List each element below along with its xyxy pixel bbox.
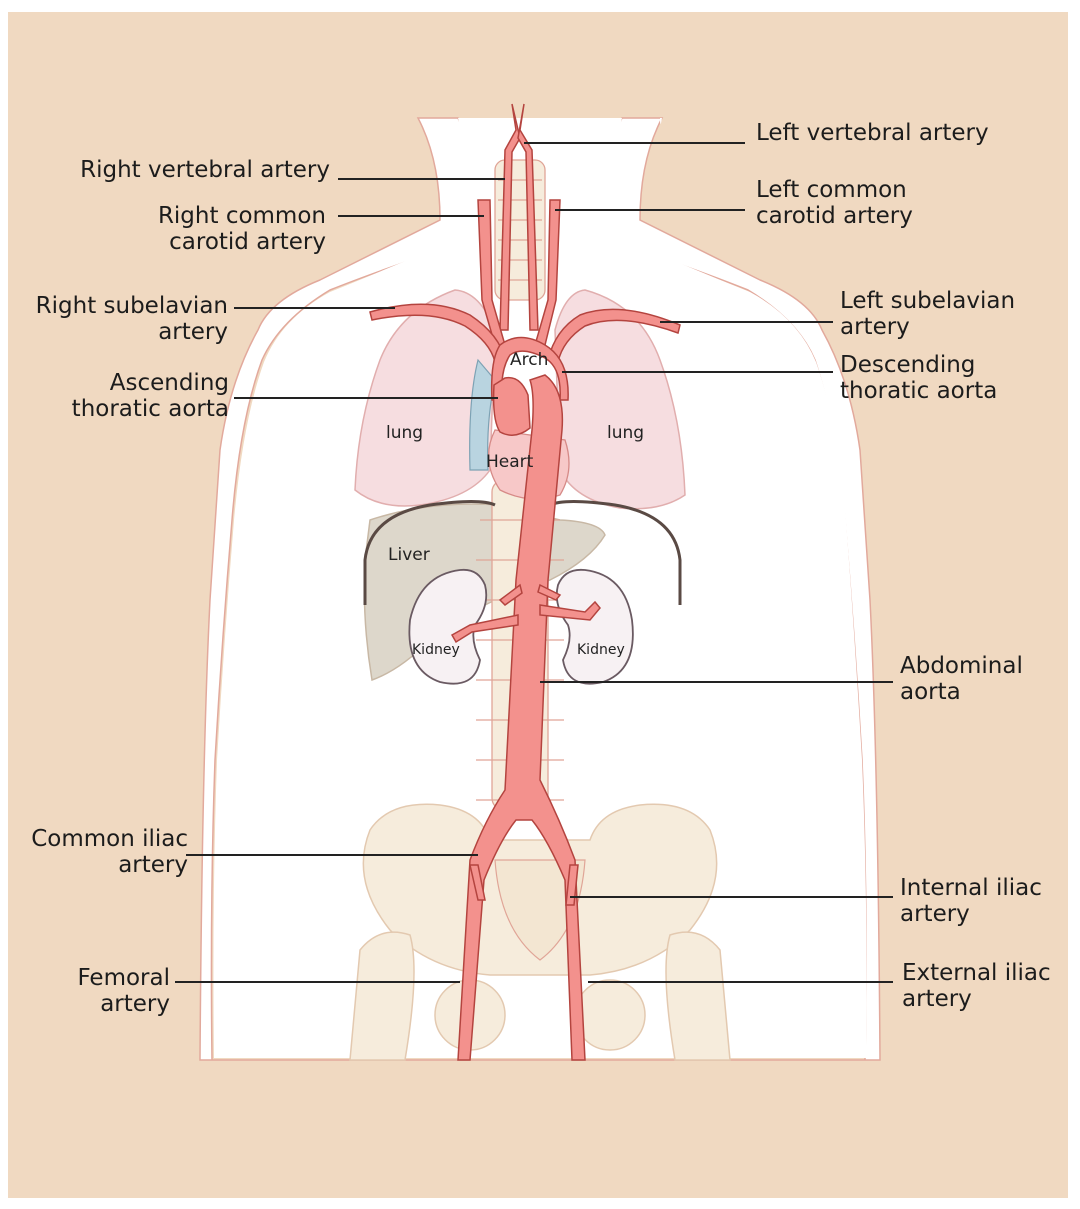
label-arch: Arch <box>510 350 549 370</box>
label-left-common-carotid-artery: Left common carotid artery <box>756 177 913 229</box>
kidney-left <box>408 568 488 685</box>
kidney-right <box>555 568 634 685</box>
label-left-vertebral-artery: Left vertebral artery <box>756 120 989 146</box>
hip-joints <box>349 931 731 1061</box>
label-femoral-artery: Femoral artery <box>77 965 170 1017</box>
label-internal-iliac-artery: Internal iliac artery <box>900 875 1042 927</box>
label-common-iliac-artery: Common iliac artery <box>31 826 188 878</box>
label-lung-left: lung <box>386 423 424 443</box>
lung-right <box>554 289 686 510</box>
arteries <box>369 103 681 1061</box>
label-kidney-right: Kidney <box>577 642 625 658</box>
label-descending-thoracic-aorta: Descending thoratic aorta <box>840 352 998 404</box>
label-right-subclavian-artery: Right subelavian artery <box>35 293 228 345</box>
sacrum <box>494 859 586 961</box>
label-external-iliac-artery: External iliac artery <box>902 960 1051 1012</box>
leader-lines <box>175 142 893 983</box>
label-abdominal-aorta: Abdominal aorta <box>900 653 1023 705</box>
label-right-vertebral-artery: Right vertebral artery <box>80 157 330 183</box>
label-heart: Heart <box>486 452 534 472</box>
label-kidney-left: Kidney <box>412 642 460 658</box>
arm-artery-right <box>549 500 682 605</box>
label-right-common-carotid-artery: Right common carotid artery <box>157 203 326 255</box>
label-left-subclavian-artery: Left subelavian artery <box>840 288 1016 340</box>
arm-artery-left <box>363 500 496 605</box>
label-ascending-thoracic-aorta: Ascending thoratic aorta <box>71 370 229 422</box>
label-lung-right: lung <box>607 423 645 443</box>
label-liver: Liver <box>388 545 430 565</box>
superior-vena-cava <box>469 358 496 471</box>
